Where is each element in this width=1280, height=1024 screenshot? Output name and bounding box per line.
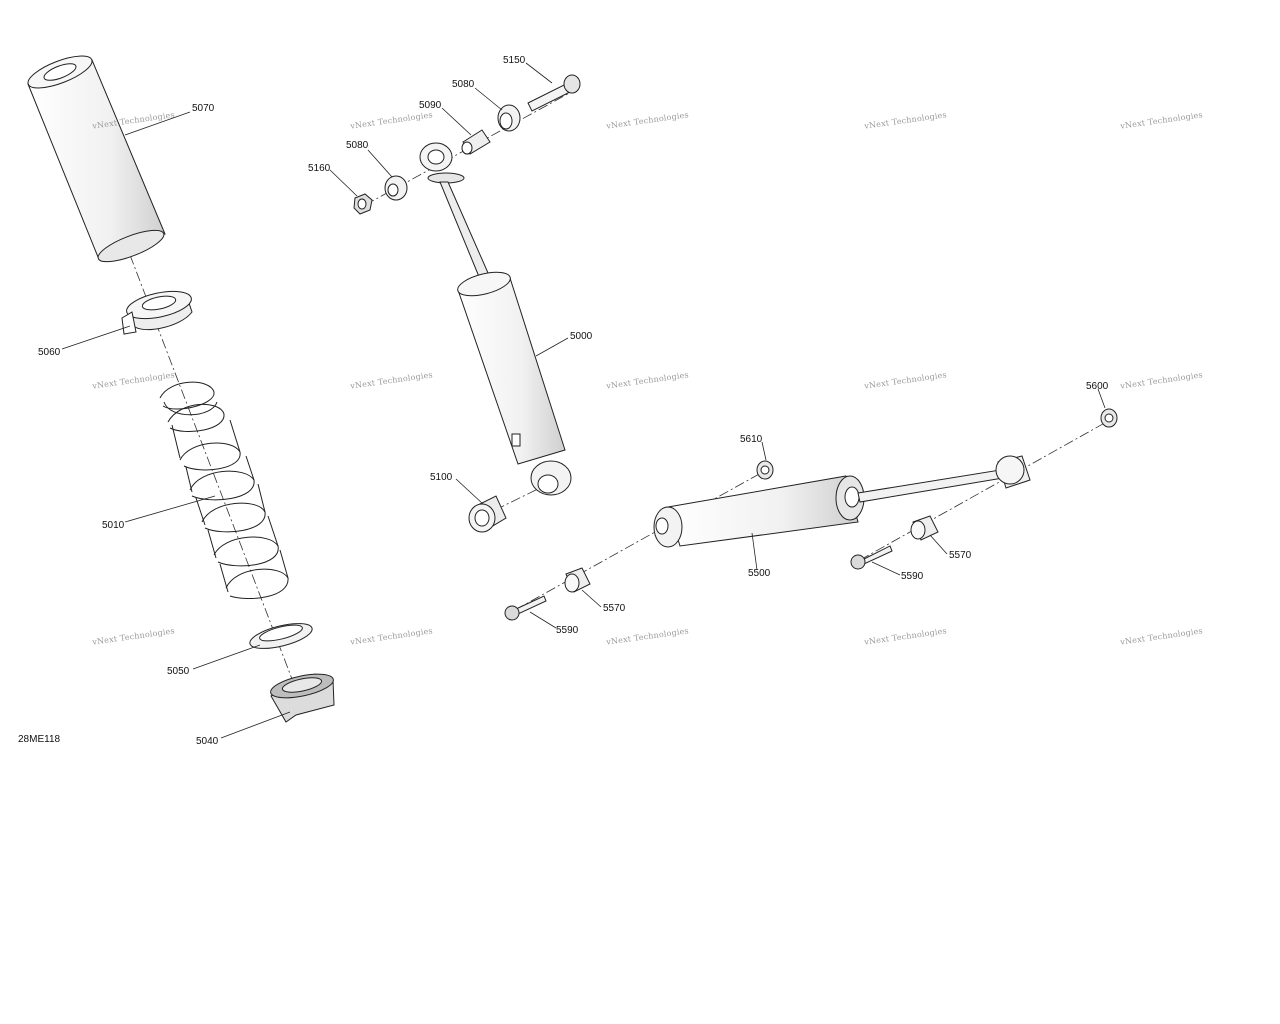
callout-5000: 5000	[570, 331, 593, 342]
callout-5010: 5010	[102, 520, 125, 531]
steering-damper-part	[653, 455, 1031, 548]
callout-5500: 5500	[748, 568, 771, 579]
callout-5040: 5040	[196, 736, 219, 747]
upper-spring-seat-part	[121, 290, 193, 335]
callout-5160: 5160	[308, 163, 331, 174]
callout-5610: 5610	[740, 434, 763, 445]
main-shock-part	[419, 142, 572, 496]
callout-5590: 5590	[556, 625, 579, 636]
callout-5100: 5100	[430, 472, 453, 483]
diagram-id: 28ME118	[18, 734, 61, 745]
top-mount-hardware	[353, 74, 581, 215]
coil-spring-part	[159, 381, 289, 600]
callout-5570: 5570	[949, 550, 972, 561]
damper-hardware	[504, 408, 1118, 621]
lower-washer-part	[249, 623, 313, 649]
callout-5570: 5570	[603, 603, 626, 614]
callout-5050: 5050	[167, 666, 190, 677]
callout-5600: 5600	[1086, 381, 1109, 392]
callout-5080: 5080	[452, 79, 475, 90]
bushing-part	[468, 495, 507, 533]
callout-5590: 5590	[901, 571, 924, 582]
callout-5060: 5060	[38, 347, 61, 358]
callout-5150: 5150	[503, 55, 526, 66]
boot-cover-part	[27, 55, 166, 263]
preload-collar-part	[270, 673, 335, 723]
callout-5070: 5070	[192, 103, 215, 114]
leader-lines	[61, 62, 1106, 739]
callout-5090: 5090	[419, 100, 442, 111]
callout-5080: 5080	[346, 140, 369, 151]
